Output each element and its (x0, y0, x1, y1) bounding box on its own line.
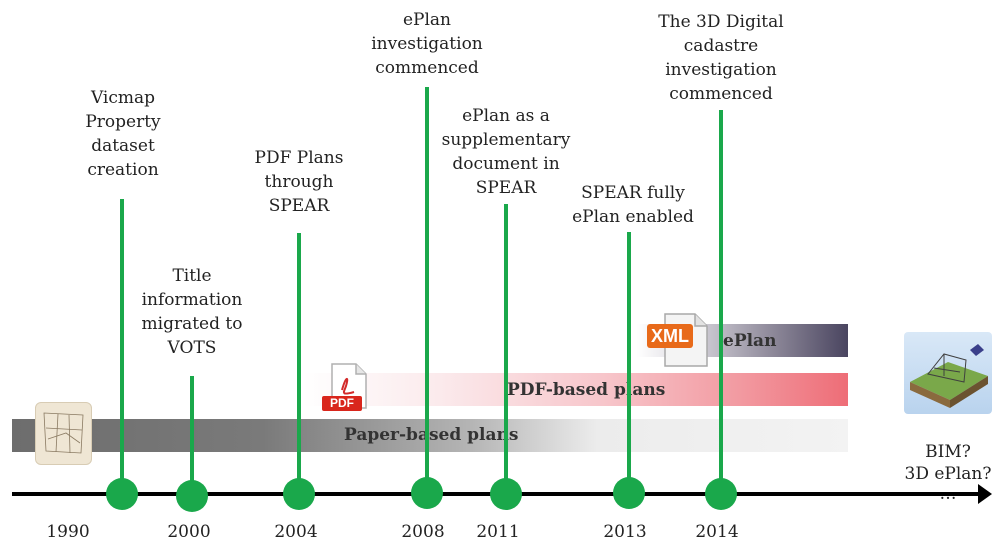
year-label-2013: 2013 (603, 522, 647, 542)
event-stem-2013 (627, 232, 631, 490)
year-label-2000: 2000 (167, 522, 211, 542)
bim-model-thumbnail (904, 332, 992, 414)
year-label-2008: 2008 (401, 522, 445, 542)
xml-badge: XML (647, 324, 693, 348)
year-label-1990: 1990 (46, 522, 90, 542)
event-marker-2000 (176, 480, 208, 512)
paper-plan-thumbnail (35, 402, 92, 465)
event-marker-1990 (106, 478, 138, 510)
event-marker-2004 (283, 478, 315, 510)
paper-based-band (12, 419, 848, 452)
event-stem-2004 (297, 233, 301, 490)
event-marker-2013 (613, 477, 645, 509)
eplan-label: ePlan (723, 331, 777, 351)
pdf-file-icon: PDF (322, 362, 372, 412)
year-label-2014: 2014 (695, 522, 739, 542)
year-label-2004: 2004 (274, 522, 318, 542)
event-stem-2014 (719, 110, 723, 490)
event-stem-1990 (120, 199, 124, 490)
event-marker-2014 (705, 478, 737, 510)
pdf-badge: PDF (322, 396, 362, 411)
pdf-based-band (303, 373, 848, 406)
future-text-2: 3D ePlan? (904, 464, 992, 484)
event-marker-2011 (490, 478, 522, 510)
year-label-2011: 2011 (476, 522, 520, 542)
paper-based-label: Paper-based plans (344, 425, 519, 445)
event-stem-2000 (190, 376, 194, 490)
future-text-1: BIM? (925, 442, 971, 462)
event-stem-2011 (504, 204, 508, 490)
pdf-based-label: PDF-based plans (507, 380, 666, 400)
event-marker-2008 (411, 477, 443, 509)
event-stem-2008 (425, 87, 429, 490)
xml-file-icon: XML (647, 312, 711, 368)
timeline-arrowhead (978, 484, 992, 504)
